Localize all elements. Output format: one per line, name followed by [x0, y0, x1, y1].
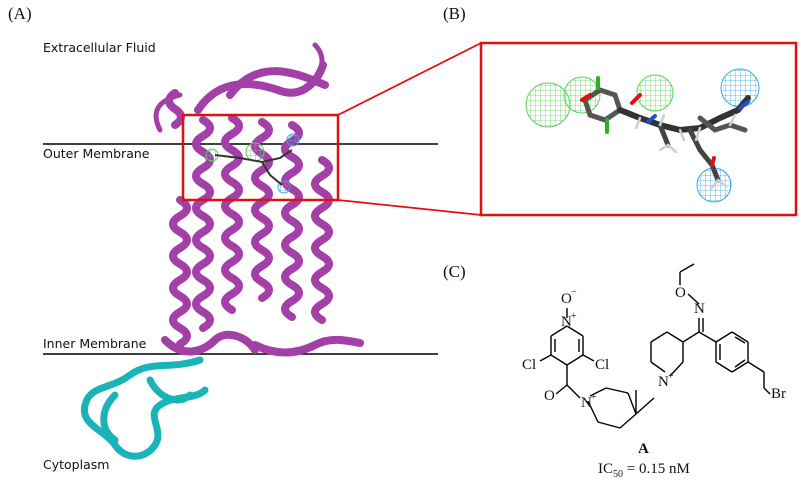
panel-b-label: (B) — [443, 4, 466, 23]
charge-plus-1: + — [571, 311, 577, 322]
atom-o-minus: O — [561, 291, 572, 307]
atom-cl-right: Cl — [595, 357, 610, 373]
charge-minus: − — [571, 287, 577, 298]
inner-membrane-label: Inner Membrane — [43, 336, 147, 351]
atom-o-hydroxyl: O — [544, 388, 555, 404]
ic50-prefix: IC — [598, 461, 613, 477]
highlight-box — [181, 113, 340, 202]
ic50-number: = 0.15 nM — [623, 461, 690, 477]
panel-c-label: (C) — [443, 262, 466, 281]
atom-br: Br — [771, 386, 786, 402]
atom-n-piperidine: N — [581, 395, 592, 411]
compound-name: A — [638, 441, 649, 457]
zoom-panel — [479, 41, 798, 217]
extracellular-label: Extracellular Fluid — [43, 40, 156, 55]
ic50-value: IC50 = 0.15 nM — [598, 461, 690, 480]
chemical-structure — [539, 263, 771, 429]
atom-o-ether: O — [675, 285, 686, 301]
cytoplasmic-domain — [80, 356, 209, 460]
ligand-small — [205, 133, 300, 194]
charge-plus-2: + — [591, 392, 597, 403]
outer-membrane-label: Outer Membrane — [43, 146, 150, 161]
atom-cl-left: Cl — [522, 357, 537, 373]
panel-a-label: (A) — [8, 4, 32, 23]
connector-top — [337, 42, 482, 116]
pharmacophore-features — [525, 68, 760, 203]
atom-n-oxime: N — [694, 301, 705, 317]
ic50-subscript: 50 — [613, 469, 623, 480]
hydrogen-atoms — [634, 113, 737, 192]
atom-n-quaternary: N — [658, 374, 669, 390]
transmembrane-helices — [153, 42, 364, 357]
atom-n-pyridine: N — [561, 314, 572, 330]
connector-bottom — [337, 199, 482, 216]
cytoplasm-label: Cytoplasm — [43, 457, 110, 472]
charge-plus-3: + — [668, 371, 674, 382]
